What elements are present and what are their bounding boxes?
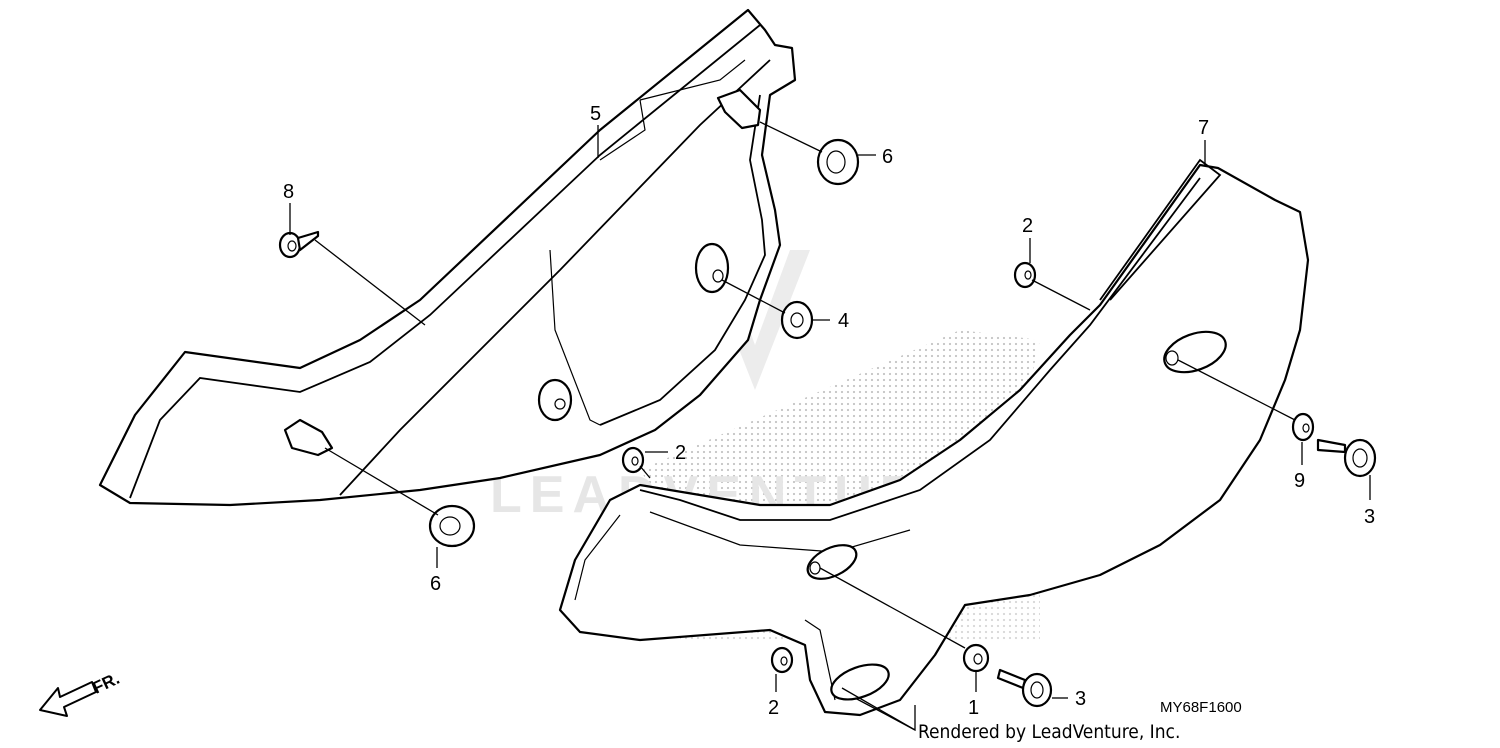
callout-6-upper: 6: [882, 146, 893, 168]
part-rubber-4[interactable]: [780, 300, 814, 340]
callout-3-upper: 3: [1364, 506, 1375, 528]
diagram-code: MY68F1600: [1160, 699, 1242, 716]
callout-5: 5: [590, 103, 601, 125]
front-arrow-icon: [39, 681, 97, 717]
callout-4: 4: [838, 310, 849, 332]
credit-text: Rendered by LeadVenture, Inc.: [918, 721, 1180, 743]
cover-round-boss: [537, 378, 573, 422]
cover-grommet-seat: [694, 242, 730, 294]
callout-2-upper: 2: [1022, 215, 1033, 237]
callout-7: 7: [1198, 117, 1209, 139]
callouts: 5 8 6 4 6 2 7 2 9 3 2 1 3: [283, 103, 1375, 719]
callout-1: 1: [968, 697, 979, 719]
part-washer-9[interactable]: [1291, 412, 1315, 442]
part-grommet-6-upper[interactable]: [816, 138, 860, 186]
part-screw-8[interactable]: [278, 230, 320, 259]
cover-boss-upper: [716, 88, 762, 130]
part-left-side-cover[interactable]: [98, 8, 797, 507]
part-washer-2-c[interactable]: [770, 646, 794, 674]
cover-boss-lower: [283, 418, 334, 457]
cover-slot-upper: [1163, 330, 1227, 374]
part-washer-2-b[interactable]: [621, 446, 645, 474]
callout-2-mid: 2: [675, 442, 686, 464]
leader-lines: [289, 121, 1371, 732]
callout-9: 9: [1294, 470, 1305, 492]
part-fastener-3-upper[interactable]: [1316, 438, 1377, 478]
part-collar-1[interactable]: [962, 643, 990, 673]
callout-6-lower: 6: [430, 573, 441, 595]
callout-2-lower: 2: [768, 697, 779, 719]
part-grommet-6-lower[interactable]: [428, 504, 476, 548]
callout-3-lower: 3: [1075, 688, 1086, 710]
part-washer-2-a[interactable]: [1013, 261, 1037, 289]
front-direction-indicator: FR.: [39, 669, 123, 717]
callout-8: 8: [283, 181, 294, 203]
part-fastener-3-lower[interactable]: [996, 668, 1053, 708]
